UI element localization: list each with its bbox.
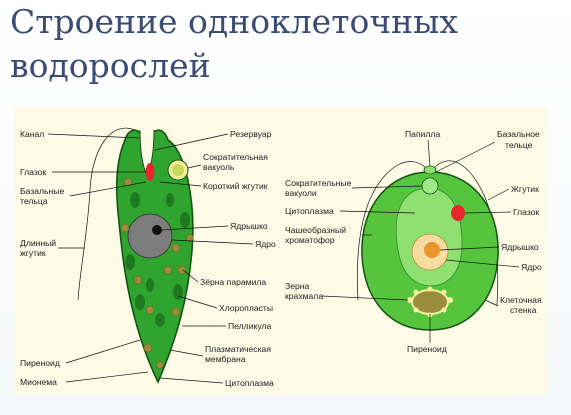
label-short-flagellum: Короткий жгутик xyxy=(203,181,268,191)
flagellum-left xyxy=(356,161,429,301)
chloroplasts xyxy=(125,192,190,327)
label-pyrenoid-chl: Пиреноид xyxy=(407,344,447,354)
label-basal-body-1: Базальное xyxy=(497,129,540,139)
label-nucleolus-chl: Ядрышко xyxy=(501,242,539,252)
paramylon-grains xyxy=(120,177,194,369)
label-myoneme: Мионема xyxy=(20,377,57,387)
nucleolus xyxy=(152,225,162,235)
label-contractile-vacuole-2: вакуоль xyxy=(203,162,235,172)
starch-grains xyxy=(407,286,453,318)
label-contractile-vacuole-1: Сократительная xyxy=(203,152,268,162)
label-nucleus: Ядро xyxy=(255,239,276,249)
label-eyespot: Глазок xyxy=(20,167,46,177)
label-pellicle: Пелликула xyxy=(228,321,271,331)
label-contractile-vacuoles-1: Сократительные xyxy=(285,178,352,188)
label-nucleus-chl: Ядро xyxy=(521,262,542,272)
label-contractile-vacuoles-2: вакуоли xyxy=(285,188,317,198)
label-long-flagellum-1: Длинный xyxy=(20,238,56,248)
label-reservoir: Резервуар xyxy=(230,129,272,139)
label-pyrenoid: Пиреноид xyxy=(20,358,60,368)
label-cytoplasm-chl: Цитоплазма xyxy=(285,206,334,216)
label-long-flagellum-2: жгутик xyxy=(20,248,46,258)
long-flagellum xyxy=(77,127,136,301)
label-cell-wall-1: Клеточная xyxy=(500,295,542,305)
eyespot xyxy=(145,163,155,181)
nucleus xyxy=(127,213,173,259)
title-line-2: водорослей xyxy=(10,46,211,85)
label-chloroplasts: Хлоропласты xyxy=(219,303,273,313)
label-chromatophore-1: Чашеобразный xyxy=(285,225,346,235)
contractile-vacuole-chl xyxy=(421,177,439,195)
label-papilla: Папилла xyxy=(405,129,440,139)
euglena-cell: Канал Глазок Базальные тельца Длинный жг… xyxy=(20,127,276,388)
label-paramylon: Зёрна парамила xyxy=(200,277,266,287)
chlamydomonas-cell: Папилла Базальное тельце Сократительные … xyxy=(285,129,542,354)
label-cytoplasm-euglena: Цитоплазма xyxy=(225,378,274,388)
label-plasma-membrane-2: мембрана xyxy=(205,354,246,364)
label-flagellum: Жгутик xyxy=(511,184,539,194)
label-starch-2: крахмала xyxy=(285,291,323,301)
label-starch-1: Зерна xyxy=(285,281,309,291)
page-title: Строение одноклеточных водорослей xyxy=(10,0,570,88)
label-nucleolus: Ядрышко xyxy=(230,221,268,231)
label-eyespot-chl: Глазок xyxy=(513,207,539,217)
label-basal-bodies-2: тельца xyxy=(20,196,48,206)
label-basal-bodies-1: Базальные xyxy=(20,186,64,196)
nucleolus-chl xyxy=(424,242,440,258)
label-chromatophore-2: хроматофор xyxy=(285,235,335,245)
eyespot-chl xyxy=(451,205,465,221)
papilla xyxy=(423,165,437,175)
vacuole-inner xyxy=(172,164,184,176)
label-cell-wall-2: стенка xyxy=(510,305,537,315)
label-basal-body-2: тельце xyxy=(505,140,533,150)
label-canal: Канал xyxy=(20,129,44,139)
label-plasma-membrane-1: Плазматическая xyxy=(205,344,271,354)
title-line-1: Строение одноклеточных xyxy=(10,2,459,41)
